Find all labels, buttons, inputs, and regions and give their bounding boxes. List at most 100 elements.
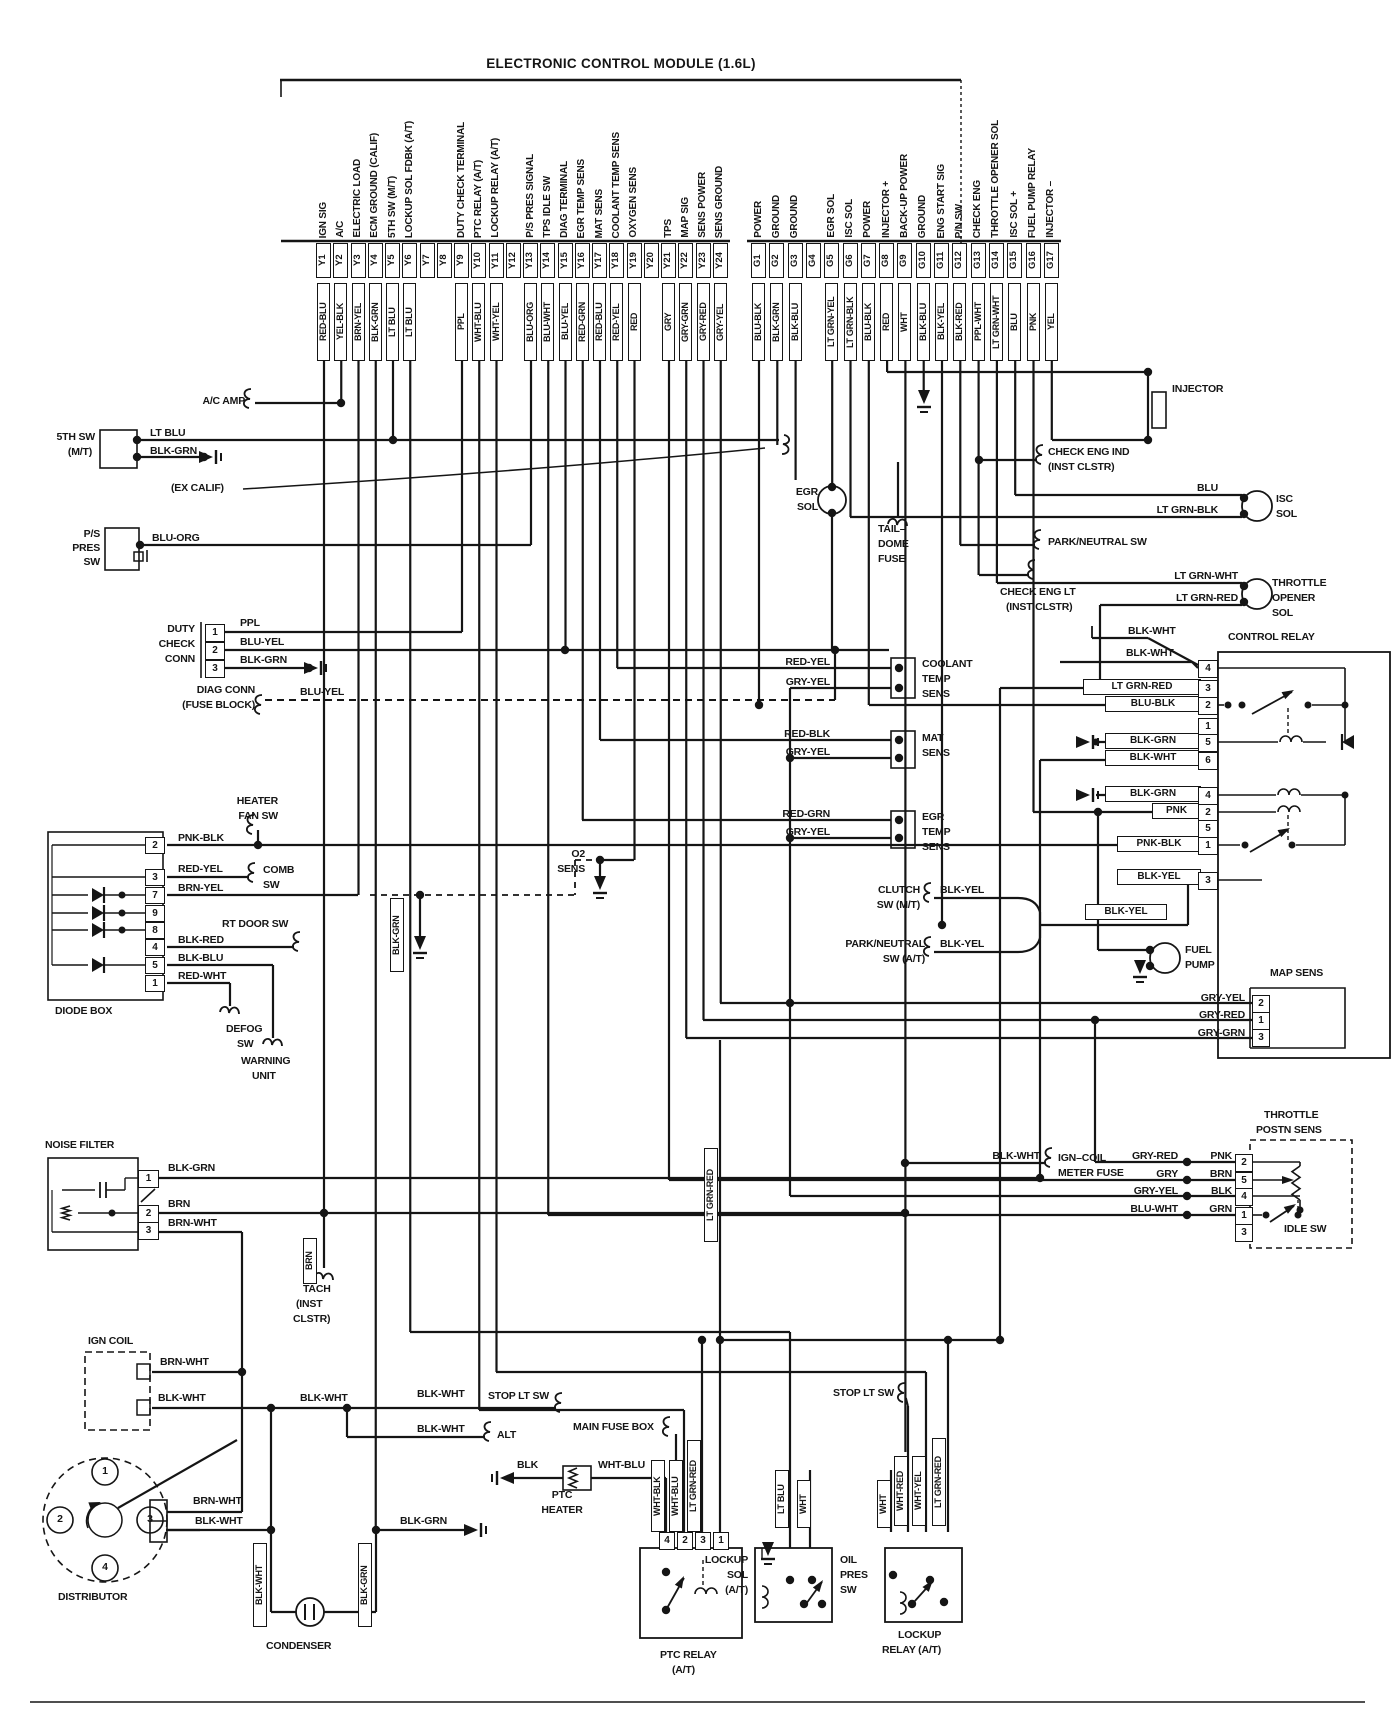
clutch1-label: CLUTCH	[878, 884, 920, 896]
ecm-pin-Y23: Y23	[695, 243, 711, 278]
ecm-wire-G14: LT GRN-WHT	[989, 283, 1003, 361]
ignf2-label: METER FUSE	[1058, 1167, 1124, 1179]
cr-blkyel-label: BLK-YEL	[1117, 869, 1201, 885]
throttle-sens-pin-3: 1	[1235, 1207, 1253, 1225]
tps1-label: THROTTLE	[1264, 1109, 1319, 1121]
isc1-label: ISC	[1276, 493, 1293, 505]
duty1-label: DUTY	[167, 623, 195, 635]
ecm-signal-G13: CHECK ENG	[972, 179, 984, 238]
diode-box-pin-5: 4	[145, 939, 165, 956]
throttle-sens-pin-0: 2	[1235, 1154, 1253, 1172]
ecm-wire-G2: BLK-GRN	[770, 283, 784, 361]
control-relay-pin-0: 4	[1198, 660, 1218, 678]
duty-check-conn-pin-1: 2	[205, 642, 225, 660]
o2-1-label: O2	[571, 848, 585, 860]
condenser-label: CONDENSER	[266, 1640, 332, 1652]
brn-vert-vertical-label: BRN	[303, 1238, 317, 1284]
lr-ltgrnred-vertical-label: LT GRN-RED	[932, 1438, 946, 1526]
egrt-gryyel-label: GRY-YEL	[785, 826, 831, 838]
cr-blublk-label: BLU-BLK	[1105, 696, 1201, 712]
injector-label: INJECTOR	[1172, 383, 1224, 395]
ecm-signal-Y5: 5TH SW (M/T)	[386, 175, 398, 238]
duty2-label: CHECK	[158, 638, 196, 650]
distributor-tower-2: 3	[147, 1513, 153, 1525]
nf-blkgrn-label: BLK-GRN	[168, 1162, 216, 1174]
ecm-pin-Y1: Y1	[316, 243, 331, 278]
sw5th-2-label: (M/T)	[67, 446, 92, 458]
ecm-wire-Y19: RED	[627, 283, 641, 361]
ecm-pin-Y18: Y18	[609, 243, 625, 278]
ecm-pin-G15: G15	[1007, 243, 1023, 278]
tp-brn-label: BRN	[1209, 1168, 1232, 1180]
ecm-wire-G13: PPL-WHT	[971, 283, 985, 361]
ecm-signal-Y4: ECM GROUND (CALIF)	[369, 133, 381, 238]
duty-ppl-label: PPL	[240, 617, 260, 629]
noise-filter-pin-1: 2	[138, 1205, 159, 1223]
diodebox-label: DIODE BOX	[55, 1005, 113, 1017]
ltblu-5th-label: LT BLU	[150, 427, 186, 439]
control-relay-pin-3: 1	[1198, 837, 1218, 855]
ecm-signal-G9: BACK-UP POWER	[898, 154, 910, 238]
diag-bluyel-label: BLU-YEL	[300, 686, 345, 698]
blkgrn-y4-label: BLK-GRN	[400, 1515, 448, 1527]
ls-wht-vertical-label: WHT	[797, 1480, 811, 1528]
ecm-wire-Y15: BLU-YEL	[558, 283, 572, 361]
bluorg-label: BLU-ORG	[152, 532, 200, 544]
pn-blkyel-label: BLK-YEL	[940, 938, 985, 950]
ecm-pin-Y3: Y3	[350, 243, 366, 278]
ecm-pin-Y24: Y24	[712, 243, 728, 278]
ecm-wire-Y21: GRY	[662, 283, 675, 361]
ecm-pin-Y6: Y6	[402, 243, 418, 278]
ecm-pin-Y4: Y4	[367, 243, 383, 278]
diag2-label: (FUSE BLOCK)	[182, 699, 255, 711]
ecm-signal-Y2: A/C	[334, 221, 346, 238]
map-sens-pin-1: 1	[1252, 1012, 1270, 1030]
map-grygrn-label: GRY-GRN	[1197, 1027, 1245, 1039]
cr-pnk-label: PNK	[1152, 803, 1201, 819]
control-relay-pin-0: 4	[1198, 787, 1218, 805]
ecm-pin-G2: G2	[769, 243, 785, 278]
blkwht-mid-label: BLK-WHT	[300, 1392, 348, 1404]
ecm-wire-Y5: LT BLU	[386, 283, 399, 361]
ecm-signal-Y9: DUTY CHECK TERMINAL	[455, 121, 467, 238]
ecm-signal-G17: INJECTOR –	[1045, 181, 1057, 238]
ecm-signal-G2: GROUND	[770, 194, 782, 238]
distributor-tower-0: 1	[102, 1465, 108, 1477]
ecm-pin-G6: G6	[842, 243, 858, 278]
ltgrnred-mid-vertical-label: LT GRN-RED	[704, 1148, 718, 1242]
ps3-label: SW	[83, 556, 100, 568]
ecm-signal-Y18: COOLANT TEMP SENS	[610, 131, 622, 238]
ecm-wire-G16: PNK	[1026, 283, 1040, 361]
ecm-signal-G3: GROUND	[789, 194, 801, 238]
ptcrelay1-label: PTC RELAY	[660, 1649, 717, 1661]
ecm-pin-G14: G14	[988, 243, 1004, 278]
isc-blu-label: BLU	[1197, 482, 1218, 494]
brnyel-comb-label: BRN-YEL	[178, 882, 224, 894]
blkyel-bus-label: BLK-YEL	[1085, 904, 1167, 920]
diode-box-pin-2: 7	[145, 887, 165, 904]
defog2-label: SW	[237, 1038, 254, 1050]
ecm-wire-Y13: BLU-ORG	[524, 283, 537, 361]
ecm-signal-G14: THROTTLE OPENER SOL	[990, 120, 1002, 238]
excalif-label: (EX CALIF)	[171, 482, 224, 494]
ecm-pin-Y15: Y15	[557, 243, 573, 278]
redwht-label: RED-WHT	[178, 970, 227, 982]
egrt1-label: EGR	[922, 811, 945, 823]
ecm-pin-G16: G16	[1025, 243, 1041, 278]
ecm-pin-Y2: Y2	[333, 243, 349, 278]
ignf-blkwht-label: BLK-WHT	[992, 1150, 1040, 1162]
stoplt-l-label: STOP LT SW	[488, 1390, 550, 1402]
oil1-label: OIL	[840, 1554, 857, 1566]
egrsol1-label: EGR	[795, 486, 818, 498]
ptch2-label: HEATER	[541, 1504, 583, 1516]
ecm-pin-Y22: Y22	[678, 243, 694, 278]
map-sens-pin-0: 2	[1252, 995, 1270, 1013]
tp-gryred-label: GRY-RED	[1131, 1150, 1178, 1162]
ecm-wire-Y18: RED-YEL	[610, 283, 624, 361]
ecm-wire-Y23: GRY-RED	[696, 283, 710, 361]
cool3-label: SENS	[922, 688, 950, 700]
mat2-label: SENS	[922, 747, 950, 759]
blkwht-alt-label: BLK-WHT	[417, 1423, 465, 1435]
ecm-wire-Y14: BLU-WHT	[541, 283, 555, 361]
